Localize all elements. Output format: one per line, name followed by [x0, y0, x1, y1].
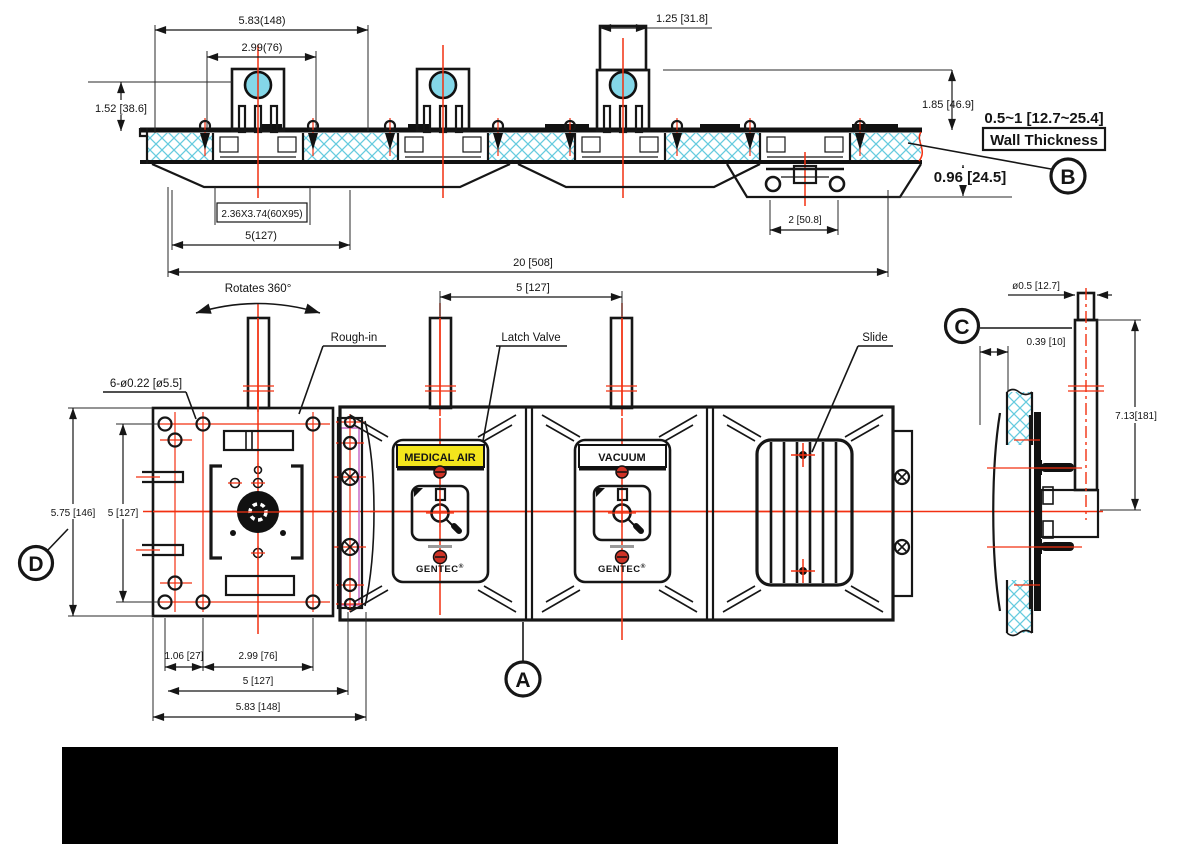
outlet-vacuum: VACUUM GENTEC® [573, 418, 672, 640]
balloon-b: B [1049, 157, 1087, 195]
callout-latch-valve: Latch Valve [482, 332, 567, 442]
callout-slide: Slide [811, 332, 893, 453]
dim-depth: 0.96 [24.5] [934, 169, 1007, 186]
side-wall [1005, 388, 1034, 637]
side-dimensions: ø0.5 [12.7] 0.39 [10] 7.13[181] [979, 281, 1163, 511]
plate-left-dimensions: 5.75 [146] 5 [127] D [17, 407, 160, 617]
dim-protrusion: 0.39 [10] [1027, 337, 1066, 348]
dim-pipe-height: 7.13[181] [1115, 411, 1157, 422]
brand-text: GENTEC [598, 564, 641, 575]
slide-cover [755, 438, 854, 587]
rotates-arc [195, 302, 321, 314]
dim-hole-spacing-v: 5 [127] [108, 508, 139, 519]
wall-fasteners [198, 118, 867, 156]
strip-screws [340, 415, 360, 611]
dim-offset: 1.06 [27] [165, 651, 204, 662]
svg-text:A: A [515, 669, 530, 692]
dim-height-right: 1.85 [46.9] [922, 99, 974, 111]
svg-text:Rough-in: Rough-in [331, 332, 378, 344]
balloon-a: A [504, 622, 542, 698]
dim-pipe-top: 1.25 [31.8] [656, 13, 708, 25]
dim-pipe-dia: ø0.5 [12.7] [1012, 281, 1060, 292]
gas-name: MEDICAL AIR [404, 452, 476, 464]
svg-text:C: C [954, 316, 969, 339]
din-rail-clip [764, 164, 846, 193]
redacted-note-block [62, 747, 838, 844]
brand-mark: ® [641, 562, 646, 570]
svg-text:GENTEC®: GENTEC® [416, 562, 464, 575]
section-view: 5.83(148) 2.99(76) 1.25 [31.8] 1.52 [38.… [88, 13, 1107, 277]
wall-thickness-label: Wall Thickness [990, 132, 1098, 149]
end-cap-screws [893, 468, 911, 556]
brand-mark: ® [459, 562, 464, 570]
balloon-b-leader [907, 142, 1052, 170]
front-view: Rotates 360° 5 [127] Rough-in Latch Valv… [17, 282, 1103, 721]
balloon-c: C [943, 307, 981, 345]
dim-plate-height: 5.75 [146] [51, 508, 96, 519]
dim-box-width: 5(127) [245, 230, 277, 242]
dim-box-size: 2.36X3.74(60X95) [221, 209, 302, 220]
outlet-body-side [1039, 488, 1100, 539]
svg-text:Latch Valve: Latch Valve [501, 332, 560, 344]
dim-height-left: 1.52 [38.6] [95, 103, 147, 115]
brand-text: GENTEC [416, 564, 459, 575]
fine-print [428, 545, 452, 548]
rotates-label: Rotates 360° [225, 283, 292, 295]
gas-name: VACUUM [598, 452, 645, 464]
plate-notches [142, 470, 185, 557]
svg-text:Slide: Slide [862, 332, 888, 344]
wall-hatch [147, 133, 921, 161]
dim-wall-range: 0.5~1 [12.7~25.4] [984, 110, 1103, 127]
fine-print [610, 545, 634, 548]
dim-width-outer: 5.83(148) [238, 15, 285, 27]
outlet-medical-air: MEDICAL AIR GENTEC® [391, 418, 490, 615]
dim-pipe-spacing: 5 [127] [516, 282, 550, 294]
dim-rail-width: 2 [50.8] [788, 215, 822, 226]
riser-pipes-section [230, 24, 806, 206]
right-bracket [291, 464, 304, 560]
backplate-edge [1034, 412, 1041, 611]
dim-width-inner: 2.99(76) [242, 42, 283, 54]
section-dimensions: 5.83(148) 2.99(76) 1.25 [31.8] 1.52 [38.… [88, 13, 1107, 277]
plate-bottom-dimensions: 1.06 [27] 2.99 [76] 5 [127] 5.83 [148] [152, 612, 367, 721]
dim-plate-width: 5.83 [148] [236, 702, 281, 713]
faceplate-edge [992, 412, 1002, 612]
svg-text:GENTEC®: GENTEC® [598, 562, 646, 575]
riser-pipes-front [243, 303, 637, 416]
callout-rough-in: Rough-in [298, 332, 386, 415]
side-view: ø0.5 [12.7] 0.39 [10] 7.13[181] C [943, 281, 1163, 637]
dim-width: 5 [127] [243, 676, 274, 687]
end-cap [891, 429, 914, 598]
left-bracket [209, 464, 222, 560]
rough-in-plate [136, 390, 335, 634]
svg-text:B: B [1060, 166, 1075, 189]
backbox-profile [151, 162, 922, 199]
dim-total-width: 20 [508] [513, 257, 553, 269]
balloon-d: D [28, 553, 43, 576]
svg-text:6-ø0.22 [ø5.5]: 6-ø0.22 [ø5.5] [110, 378, 182, 390]
dim-hole-spacing-h: 2.99 [76] [239, 651, 278, 662]
callout-holes: 6-ø0.22 [ø5.5] [103, 378, 197, 420]
